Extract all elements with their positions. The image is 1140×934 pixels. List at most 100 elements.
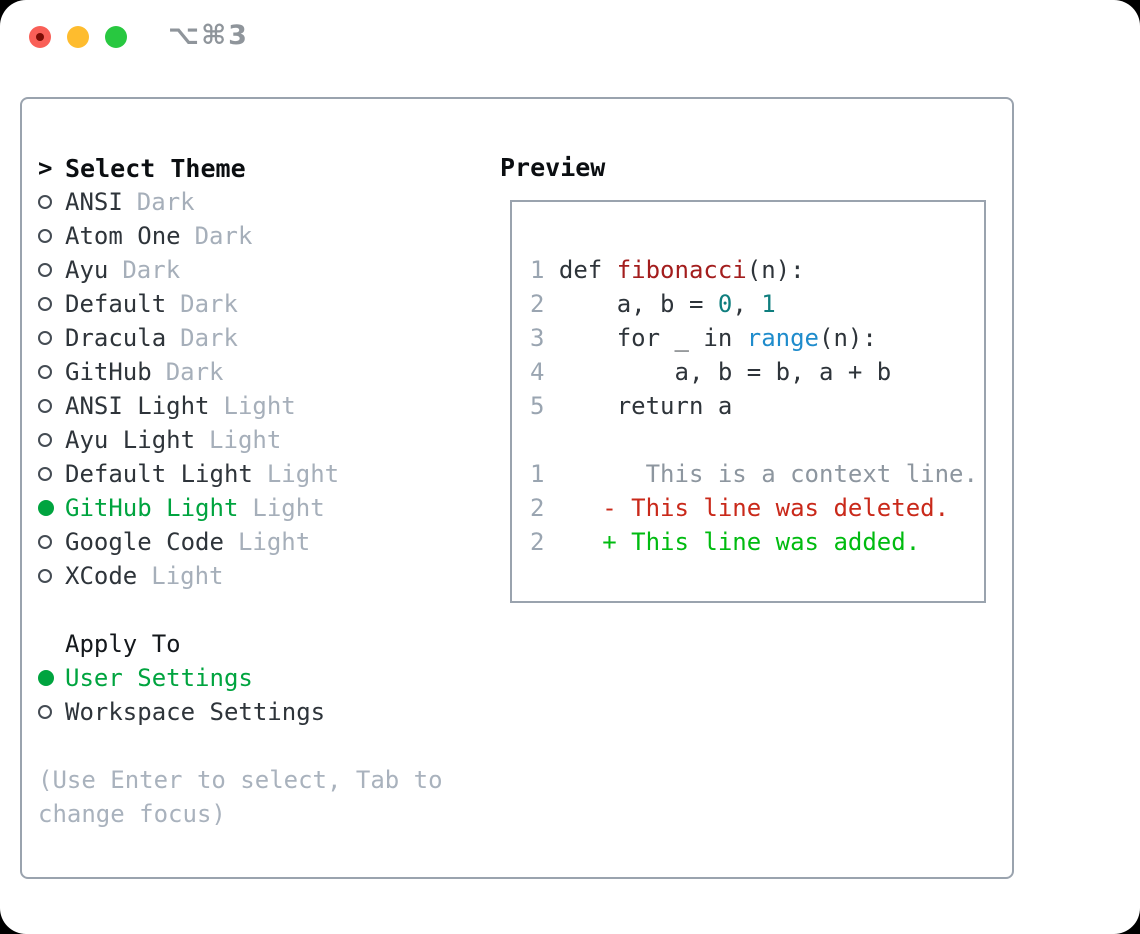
keyboard-hint: (Use Enter to select, Tab to change focu… xyxy=(38,766,443,828)
theme-name: GitHub xyxy=(65,358,152,386)
code-line: 4 a, b = b, a + b xyxy=(530,355,984,389)
blank-line xyxy=(530,423,984,457)
code-line: 3 for _ in range(n): xyxy=(530,321,984,355)
radio-icon xyxy=(38,263,52,277)
theme-variant-tag: Light xyxy=(223,392,296,420)
apply-to-header: Apply To xyxy=(38,627,478,661)
apply-option-workspace-settings[interactable]: Workspace Settings xyxy=(38,695,478,729)
theme-name: Google Code xyxy=(65,528,224,556)
radio-selected-icon xyxy=(38,670,54,686)
diff-deleted-line: 2 - This line was deleted. xyxy=(530,491,984,525)
theme-option-google-code[interactable]: Google Code Light xyxy=(38,525,478,559)
line-number: 2 xyxy=(530,494,559,522)
code-line: 2 a, b = 0, 1 xyxy=(530,287,984,321)
theme-option-ansi-light[interactable]: ANSI Light Light xyxy=(38,389,478,423)
code-line: 1 def fibonacci(n): xyxy=(530,253,984,287)
theme-variant-tag: Light xyxy=(237,528,311,556)
minimize-button-icon[interactable] xyxy=(67,26,89,48)
theme-name: Default xyxy=(65,290,167,318)
code-segment-add: + This line was added. xyxy=(558,528,921,556)
theme-option-atom-one[interactable]: Atom One Dark xyxy=(38,219,478,253)
theme-variant-tag: Light xyxy=(252,494,325,522)
line-number: 4 xyxy=(530,358,559,386)
code-segment-code: , xyxy=(732,290,762,318)
window-shortcut-label: ⌥⌘3 xyxy=(168,20,249,51)
theme-option-github-light[interactable]: GitHub Light Light xyxy=(38,491,478,525)
theme-name: Default Light xyxy=(65,460,253,488)
theme-variant-tag: Light xyxy=(209,426,282,454)
theme-option-default[interactable]: Default Dark xyxy=(38,287,478,321)
radio-icon xyxy=(38,433,52,447)
theme-variant-tag: Dark xyxy=(165,358,224,386)
code-segment-builtin: range xyxy=(746,324,819,352)
line-number: 1 xyxy=(530,256,559,284)
code-line: 5 return a xyxy=(530,389,984,423)
radio-icon xyxy=(38,569,52,583)
radio-icon xyxy=(38,229,52,243)
theme-name: Ayu Light xyxy=(65,426,196,454)
radio-icon xyxy=(38,467,52,481)
code-segment-code: a, b = xyxy=(558,290,718,318)
theme-variant-tag: Dark xyxy=(122,256,181,284)
apply-option-label: User Settings xyxy=(65,664,253,692)
theme-option-ayu[interactable]: Ayu Dark xyxy=(38,253,478,287)
theme-option-dracula[interactable]: Dracula Dark xyxy=(38,321,478,355)
apply-option-label: Workspace Settings xyxy=(65,698,326,726)
radio-selected-icon xyxy=(38,500,54,516)
code-segment-ctx: This is a context line. xyxy=(558,460,978,488)
apply-option-user-settings[interactable]: User Settings xyxy=(38,661,478,695)
code-segment-num: 0 xyxy=(717,290,733,318)
titlebar: ⌥⌘3 xyxy=(0,0,1140,74)
code-segment-code: a, b = b, a + b xyxy=(558,358,892,386)
theme-variant-tag: Light xyxy=(266,460,340,488)
radio-icon xyxy=(38,399,52,413)
code-segment-code: return a xyxy=(558,392,733,420)
code-segment-func: fibonacci xyxy=(616,256,747,284)
preview-title: Preview xyxy=(500,153,606,182)
radio-icon xyxy=(38,535,52,549)
theme-name: XCode xyxy=(65,562,138,590)
theme-option-xcode[interactable]: XCode Light xyxy=(38,559,478,593)
diff-added-line: 2 + This line was added. xyxy=(530,525,984,559)
theme-name: ANSI xyxy=(65,188,123,216)
radio-icon xyxy=(38,331,52,345)
theme-option-github[interactable]: GitHub Dark xyxy=(38,355,478,389)
spacer xyxy=(38,729,478,763)
theme-variant-tag: Dark xyxy=(194,222,253,250)
code-segment-code: for _ in xyxy=(558,324,747,352)
code-segment-code: def xyxy=(558,256,617,284)
theme-name: Atom One xyxy=(65,222,181,250)
code-segment-code: (n): xyxy=(746,256,805,284)
line-number: 3 xyxy=(530,324,559,352)
radio-icon xyxy=(38,705,52,719)
theme-name: ANSI Light xyxy=(65,392,210,420)
line-number: 2 xyxy=(530,290,559,318)
theme-name: GitHub Light xyxy=(65,494,239,522)
theme-option-ayu-light[interactable]: Ayu Light Light xyxy=(38,423,478,457)
radio-icon xyxy=(38,195,52,209)
theme-option-ansi[interactable]: ANSI Dark xyxy=(38,185,478,219)
theme-name: Dracula xyxy=(65,324,167,352)
theme-variant-tag: Dark xyxy=(180,324,238,352)
zoom-button-icon[interactable] xyxy=(105,26,127,48)
code-segment-code: (n): xyxy=(819,324,877,352)
select-theme-header: > Select Theme xyxy=(38,151,478,185)
apply-to-title: Apply To xyxy=(65,630,181,658)
theme-option-default-light[interactable]: Default Light Light xyxy=(38,457,478,491)
theme-variant-tag: Light xyxy=(151,562,224,590)
line-number: 2 xyxy=(530,528,559,556)
theme-variant-tag: Dark xyxy=(136,188,195,216)
theme-name: Ayu xyxy=(65,256,109,284)
close-button-icon[interactable] xyxy=(29,26,51,48)
radio-icon xyxy=(38,297,52,311)
theme-variant-tag: Dark xyxy=(180,290,238,318)
diff-context-line: 1 This is a context line. xyxy=(530,457,984,491)
line-number: 5 xyxy=(530,392,559,420)
